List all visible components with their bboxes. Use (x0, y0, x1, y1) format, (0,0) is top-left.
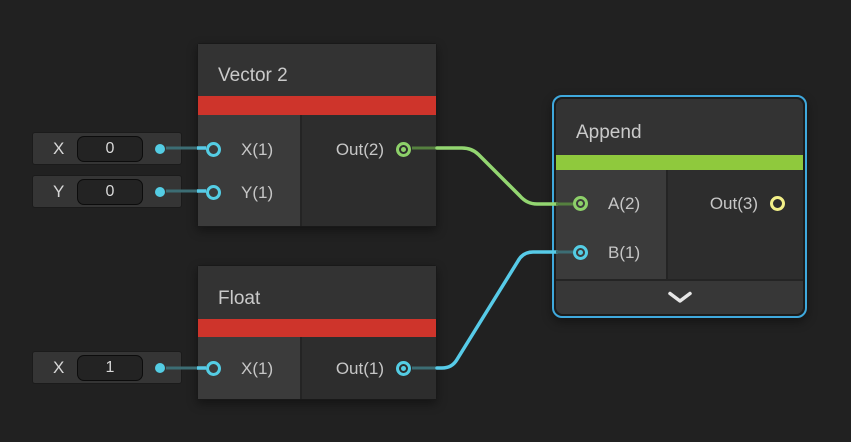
node-float[interactable]: Float X(1) Out(1) (197, 265, 437, 400)
widget-label: X (53, 138, 65, 158)
output-port-icon[interactable] (770, 196, 785, 211)
output-panel: Out(2) (302, 115, 436, 226)
port-row-x1: X(1) (198, 128, 300, 171)
port-row-out3: Out(3) (668, 182, 803, 225)
input-port-icon[interactable] (206, 361, 221, 376)
float-x-value-field[interactable]: 1 (77, 354, 143, 381)
port-row-b1: B(1) (556, 231, 666, 274)
widget-label: Y (53, 181, 65, 201)
chevron-down-icon (667, 291, 692, 303)
vector2-y-value-field[interactable]: 0 (77, 178, 143, 205)
node-vector2[interactable]: Vector 2 X(1) Y(1) Out(2) (197, 43, 437, 227)
node-title: Append (556, 99, 803, 155)
port-row-y1: Y(1) (198, 171, 300, 214)
port-label: Out(1) (335, 358, 384, 378)
input-port-icon[interactable] (573, 245, 588, 260)
port-row-out2: Out(2) (302, 128, 436, 171)
input-port-icon[interactable] (206, 185, 221, 200)
port-row-x1: X(1) (198, 347, 300, 390)
vector2-x-value-widget: X 0 (32, 132, 182, 165)
node-accent-bar (556, 155, 803, 170)
widget-port-dot[interactable] (155, 362, 165, 373)
edge-vector2-out-to-append-a[interactable] (435, 146, 559, 206)
widget-label: X (53, 357, 65, 377)
node-accent-bar (198, 319, 436, 337)
port-label: X(1) (241, 139, 274, 159)
port-label: A(2) (608, 193, 641, 213)
port-row-a2: A(2) (556, 182, 666, 225)
node-collapse-button[interactable] (556, 279, 803, 314)
float-x-value-widget: X 1 (32, 351, 182, 384)
output-panel: Out(3) (668, 170, 803, 279)
port-label: X(1) (241, 358, 274, 378)
input-port-icon[interactable] (206, 142, 221, 157)
port-label: B(1) (608, 242, 641, 262)
port-label: Out(3) (709, 193, 758, 213)
input-panel: A(2) B(1) (556, 170, 668, 279)
node-append-selected[interactable]: Append A(2) B(1) Out(3) (552, 95, 807, 318)
widget-port-dot[interactable] (155, 143, 165, 154)
input-panel: X(1) (198, 337, 302, 399)
port-label: Y(1) (241, 182, 274, 202)
vector2-x-value-field[interactable]: 0 (77, 135, 143, 162)
output-port-icon[interactable] (396, 142, 411, 157)
widget-port-dot[interactable] (155, 186, 165, 197)
input-panel: X(1) Y(1) (198, 115, 302, 226)
input-port-icon[interactable] (573, 196, 588, 211)
edge-float-out-to-append-b[interactable] (435, 250, 559, 370)
port-row-out1: Out(1) (302, 347, 436, 390)
output-panel: Out(1) (302, 337, 436, 399)
vector2-y-value-widget: Y 0 (32, 175, 182, 208)
port-label: Out(2) (335, 139, 384, 159)
node-title: Vector 2 (198, 44, 436, 96)
output-port-icon[interactable] (396, 361, 411, 376)
node-accent-bar (198, 96, 436, 115)
node-title: Float (198, 266, 436, 319)
